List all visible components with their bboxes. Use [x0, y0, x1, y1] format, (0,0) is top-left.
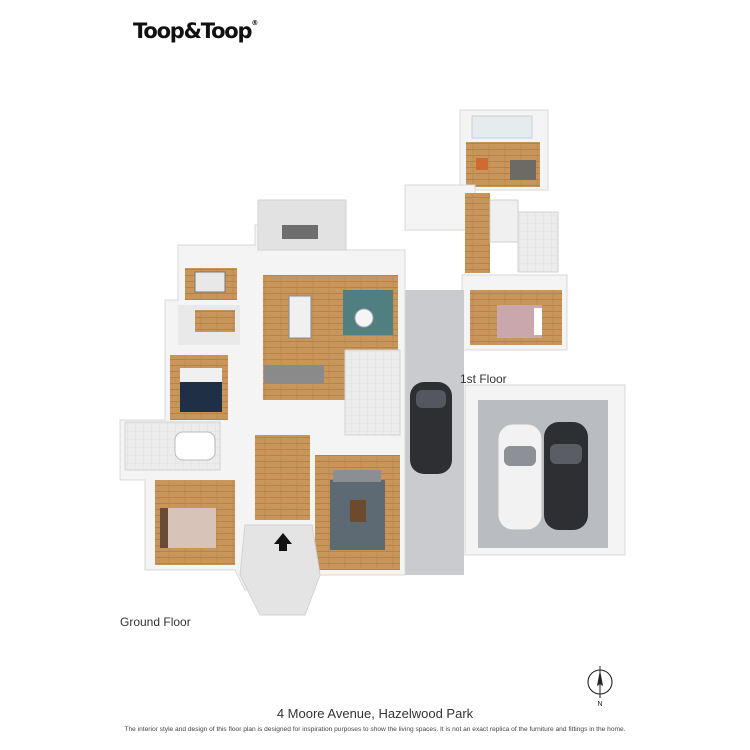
first-floor-ensuite: [517, 211, 559, 273]
first-floor-bed-pillows: [534, 308, 542, 335]
ground-floor-label: Ground Floor: [120, 615, 191, 629]
first-floor-sofa: [510, 160, 536, 180]
entry-porch: [239, 524, 321, 616]
bedroom-three-quilt: [180, 382, 222, 412]
entry-arrow-icon: [274, 533, 292, 551]
first-floor-robe: [489, 199, 519, 243]
brand-logo: Toop&Toop®: [133, 19, 258, 43]
driveway-and-garage: [402, 290, 626, 575]
north-compass-icon: N: [587, 666, 613, 708]
master-bed: [168, 508, 216, 548]
laundry: [344, 349, 401, 436]
driveway-car-windscreen: [416, 390, 446, 408]
kitchen-island: [264, 365, 324, 383]
dining-table: [288, 295, 312, 339]
ground-floor: [119, 199, 406, 616]
front-lounge-sofa: [333, 470, 381, 482]
first-floor-stair-void: [404, 184, 476, 231]
bathtub: [174, 431, 216, 461]
hallway: [255, 435, 310, 520]
staircase: [195, 310, 235, 332]
garage-car-white-windscreen: [504, 446, 536, 466]
first-floor-balcony-window: [471, 115, 533, 139]
first-floor-landing: [465, 193, 490, 273]
garage-car-dark: [544, 422, 588, 530]
registered-mark: ®: [251, 19, 259, 27]
first-floor-armchair: [476, 158, 488, 170]
property-address: 4 Moore Avenue, Hazelwood Park: [276, 706, 474, 721]
alfresco-table: [282, 225, 318, 239]
garage-car-white: [497, 423, 543, 531]
first-floor-label: 1st Floor: [460, 372, 507, 386]
front-lounge-table: [350, 500, 366, 522]
master-bed-headboard: [160, 508, 168, 548]
lounge-coffee-table: [354, 308, 374, 328]
compass-label: N: [597, 701, 602, 708]
bedroom-four-bed: [194, 271, 226, 293]
garage-car-dark-windscreen: [550, 444, 582, 464]
logo-text: Toop&Toop: [133, 19, 253, 43]
floor-plan-disclaimer: The interior style and design of this fl…: [124, 726, 626, 733]
first-floor: [404, 109, 568, 351]
